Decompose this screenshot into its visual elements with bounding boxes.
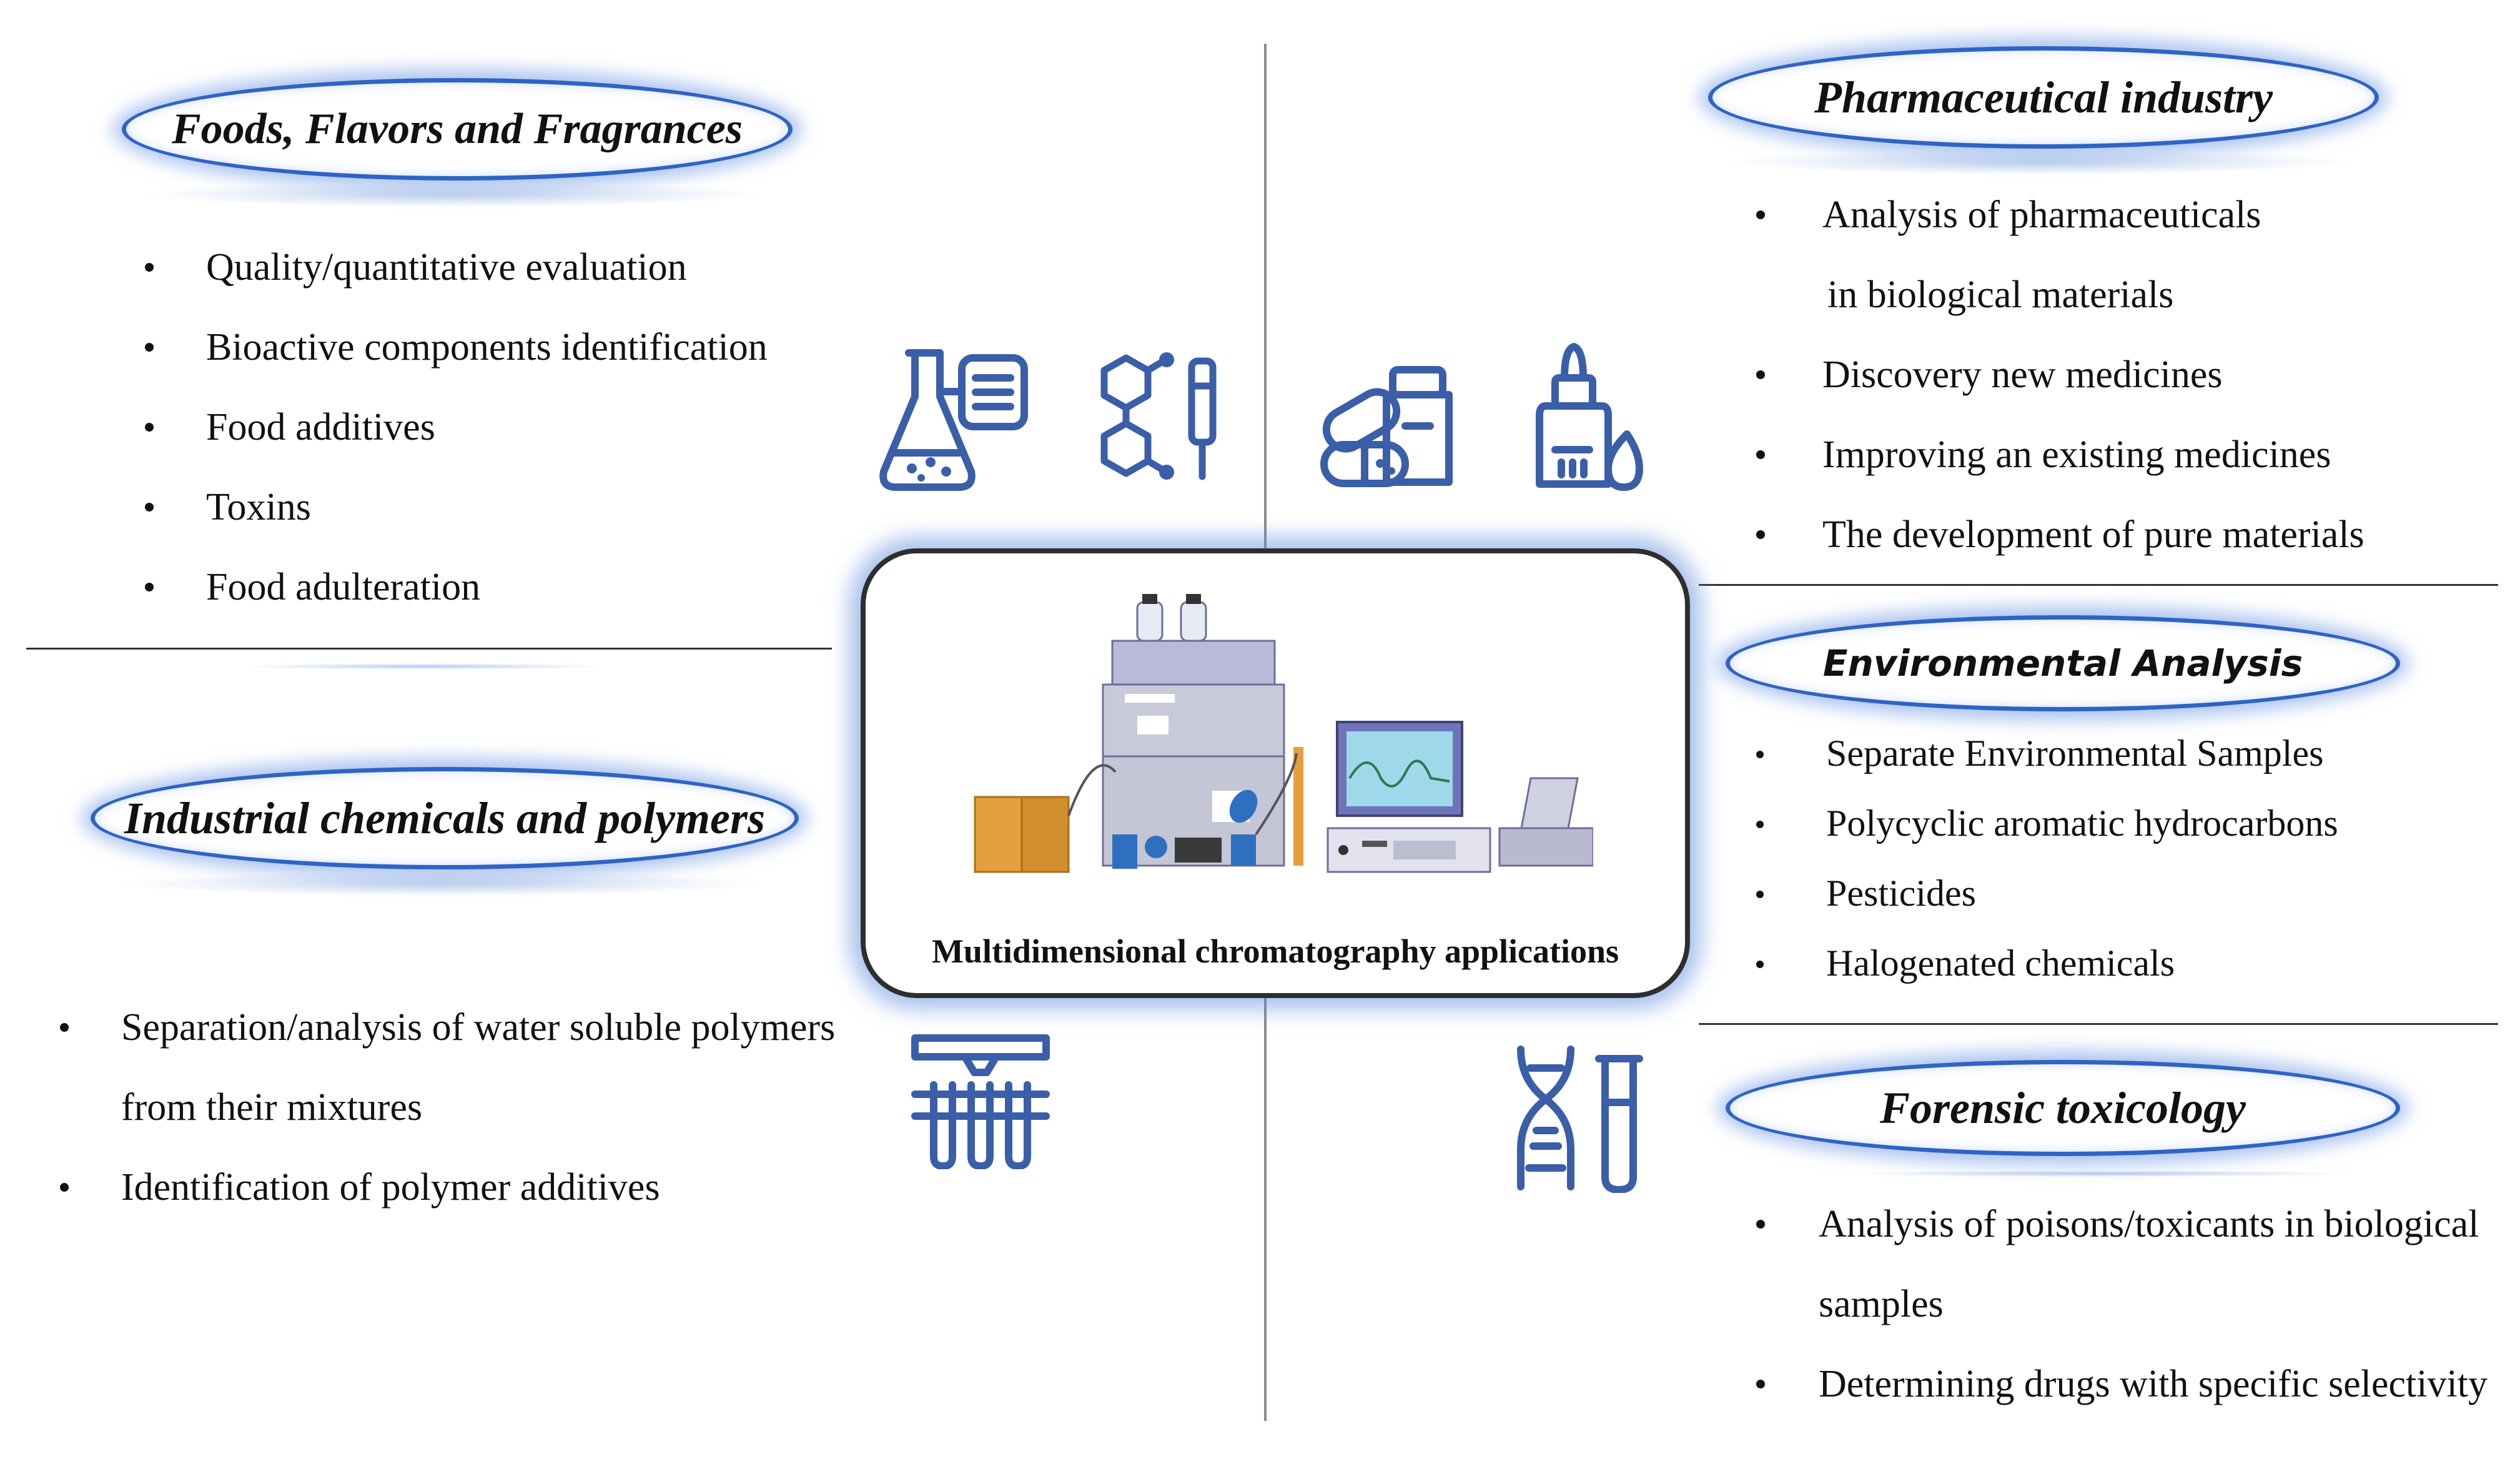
list-item: Halogenated chemicals	[1756, 928, 2338, 998]
environmental-list: Separate Environmental Samples Polycycli…	[1756, 718, 2338, 998]
list-item: Food additives	[145, 387, 768, 467]
list-item: Analysis of pharmaceuticals	[1756, 175, 2364, 255]
filtration-manifold-icon	[911, 1034, 1050, 1169]
forensic-title-glow	[1849, 1170, 2361, 1177]
foods-list: Quality/quantitative evaluation Bioactiv…	[145, 227, 768, 627]
list-item: Bioactive components identification	[145, 307, 768, 387]
pharma-title-text: Pharmaceutical industry	[1814, 72, 2273, 122]
foods-title-shadow	[137, 182, 768, 207]
list-item: Separate Environmental Samples	[1756, 718, 2338, 788]
list-item: Separation/analysis of water soluble pol…	[60, 987, 835, 1067]
list-item: The development of pure materials	[1756, 495, 2364, 575]
environmental-title-text: Environmental Analysis	[1822, 642, 2303, 685]
center-label: Multidimensional chromatography applicat…	[931, 932, 1619, 970]
dropper-bottle-icon	[1536, 343, 1643, 491]
industrial-title-text: Industrial chemicals and polymers	[124, 793, 766, 843]
center-panel: Multidimensional chromatography applicat…	[861, 548, 1690, 998]
list-item: Quality/quantitative evaluation	[145, 227, 768, 307]
industrial-title-shadow	[116, 871, 765, 896]
list-item: Polycyclic aromatic hydrocarbons	[1756, 788, 2338, 858]
pharma-list: Analysis of pharmaceuticals in biologica…	[1756, 175, 2364, 575]
divider-pharma-environmental	[1699, 584, 2498, 586]
list-item: from their mixtures	[121, 1086, 423, 1129]
list-item: samples	[1819, 1283, 1944, 1325]
section-title-pharma: Pharmaceutical industry	[1708, 46, 2379, 149]
industrial-list: Separation/analysis of water soluble pol…	[60, 987, 835, 1227]
forensic-title-text: Forensic toxicology	[1880, 1082, 2246, 1133]
forensic-list: Analysis of poisons/toxicants in biologi…	[1756, 1184, 2488, 1424]
list-item: in biological materials	[1827, 274, 2174, 316]
flask-document-icon	[879, 349, 1028, 491]
list-item: Identification of polymer additives	[60, 1147, 835, 1227]
section-title-foods: Foods, Flavors and Fragrances	[122, 78, 793, 181]
list-item: Pesticides	[1756, 858, 2338, 928]
list-item: Determining drugs with specific selectiv…	[1756, 1344, 2488, 1424]
list-item: Discovery new medicines	[1756, 335, 2364, 415]
list-item: Toxins	[145, 467, 768, 547]
foods-title-text: Foods, Flavors and Fragrances	[171, 105, 743, 153]
divider-environmental-forensic	[1699, 1023, 2498, 1025]
pharma-title-shadow	[1724, 150, 2354, 175]
molecule-dropper-icon	[1100, 352, 1217, 480]
hplc-instrument-icon	[974, 594, 1593, 873]
section-title-environmental: Environmental Analysis	[1726, 615, 2400, 711]
divider-foods-industrial	[26, 648, 832, 650]
divider-glow-left	[237, 663, 612, 670]
list-item: Food adulteration	[145, 547, 768, 627]
list-item: Analysis of poisons/toxicants in biologi…	[1756, 1184, 2488, 1264]
section-title-industrial: Industrial chemicals and polymers	[91, 767, 799, 869]
list-item: Improving an existing medicines	[1756, 415, 2364, 495]
pills-bottle-icon	[1320, 366, 1453, 487]
section-title-forensic: Forensic toxicology	[1726, 1060, 2400, 1156]
dna-test-tube-icon	[1517, 1046, 1643, 1193]
